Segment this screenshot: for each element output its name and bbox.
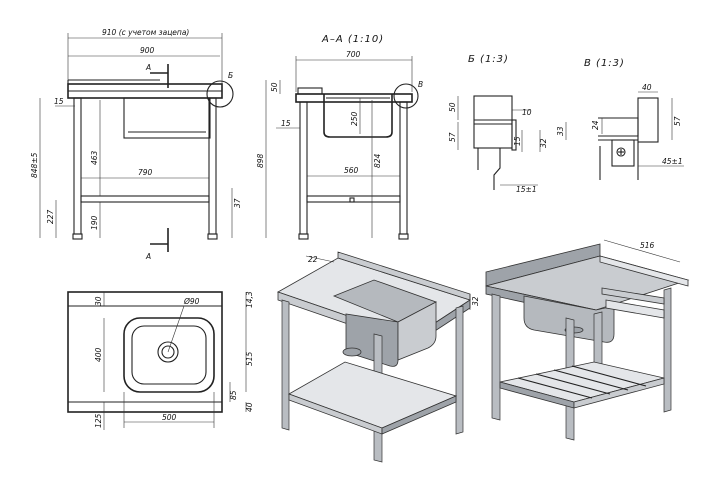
section-sink	[323, 94, 393, 138]
dim-848-label: 848±5	[30, 152, 39, 178]
dim-b-32-label: 32	[539, 138, 548, 148]
dim-50-section-label: 50	[270, 82, 279, 92]
detail-b-mark: Б	[228, 71, 233, 80]
dim-plan-30-label: 30	[94, 296, 103, 306]
dim-v-45pm1-label: 45±1	[662, 157, 683, 166]
dim-b-10-label: 10	[522, 108, 532, 117]
front-shelf	[80, 195, 210, 203]
dim-plan-40-label: 40	[245, 402, 254, 412]
detail-b-callout	[206, 80, 234, 108]
dim-iso-32-label: 32	[471, 296, 480, 306]
plan-drain	[157, 341, 179, 363]
dim-v-57-label: 57	[673, 116, 682, 126]
dim-824-label: 824	[373, 153, 382, 168]
dim-463-label: 463	[90, 150, 99, 165]
dim-15-section-label: 15	[281, 119, 291, 128]
dim-v-33-label: 33	[556, 126, 565, 136]
detail-v-title: В (1:3)	[584, 58, 625, 69]
dim-b-15-label: 15	[513, 136, 522, 146]
dim-15-front-label: 15	[54, 97, 64, 106]
dim-900-label: 900	[140, 46, 155, 55]
dim-plan-143-label: 14,3	[245, 291, 254, 308]
dim-227-label: 227	[46, 209, 55, 224]
isometric-view-left: 22 32	[277, 251, 480, 463]
dim-190-label: 190	[90, 215, 99, 230]
dim-v-24-label: 24	[591, 120, 600, 130]
dim-v-40-label: 40	[642, 83, 652, 92]
dim-iso-516-label: 516	[640, 241, 655, 250]
dim-b-57-label: 57	[448, 132, 457, 142]
detail-v-view: В (1:3) 40 24 33 57 45±1	[556, 58, 684, 180]
plan-tabletop	[67, 291, 223, 413]
dim-b-15pm1-label: 15±1	[516, 185, 537, 194]
section-mark-top: A	[145, 63, 151, 72]
dim-plan-400-label: 400	[94, 347, 103, 362]
detail-v-callout	[393, 83, 419, 109]
dim-plan-125-label: 125	[94, 413, 103, 428]
front-leg-left	[73, 97, 82, 235]
dim-plan-515-label: 515	[245, 351, 254, 366]
detail-b-view: Б (1:3) 50 57 10 15 32 15±1	[448, 54, 548, 194]
dim-560-label: 560	[344, 166, 359, 175]
detail-v-bolt	[616, 147, 626, 157]
dim-iso-22-label: 22	[308, 255, 318, 264]
dim-b-50-label: 50	[448, 102, 457, 112]
dim-hole-label: Ø90	[183, 297, 200, 306]
dim-plan-500-label: 500	[162, 413, 177, 422]
section-title: A–A (1:10)	[321, 34, 384, 45]
dim-37-label: 37	[233, 198, 242, 208]
dim-910-label: 910 (с учетом зацепа)	[102, 28, 189, 37]
plan-sink	[123, 317, 215, 393]
detail-v-mark: В	[418, 80, 423, 89]
front-view: 910 (с учетом зацепа) 900 A A Б 790 8	[30, 28, 242, 261]
section-tabletop	[295, 93, 413, 103]
section-mark-bottom: A	[145, 252, 151, 261]
section-view-aa: A–A (1:10) 700 250 В 560 898 50 15 824	[256, 34, 423, 240]
dim-700-label: 700	[346, 50, 361, 59]
dim-898-label: 898	[256, 153, 265, 168]
dim-plan-85-label: 85	[229, 390, 238, 400]
isometric-view-right: 516	[485, 239, 690, 441]
dim-250-label: 250	[350, 111, 359, 126]
dim-790-label: 790	[138, 168, 153, 177]
plan-view: Ø90 30 400 125 500 14,3 515 85 40	[67, 291, 254, 430]
detail-b-title: Б (1:3)	[468, 54, 509, 65]
front-sink-bowl	[123, 97, 211, 139]
